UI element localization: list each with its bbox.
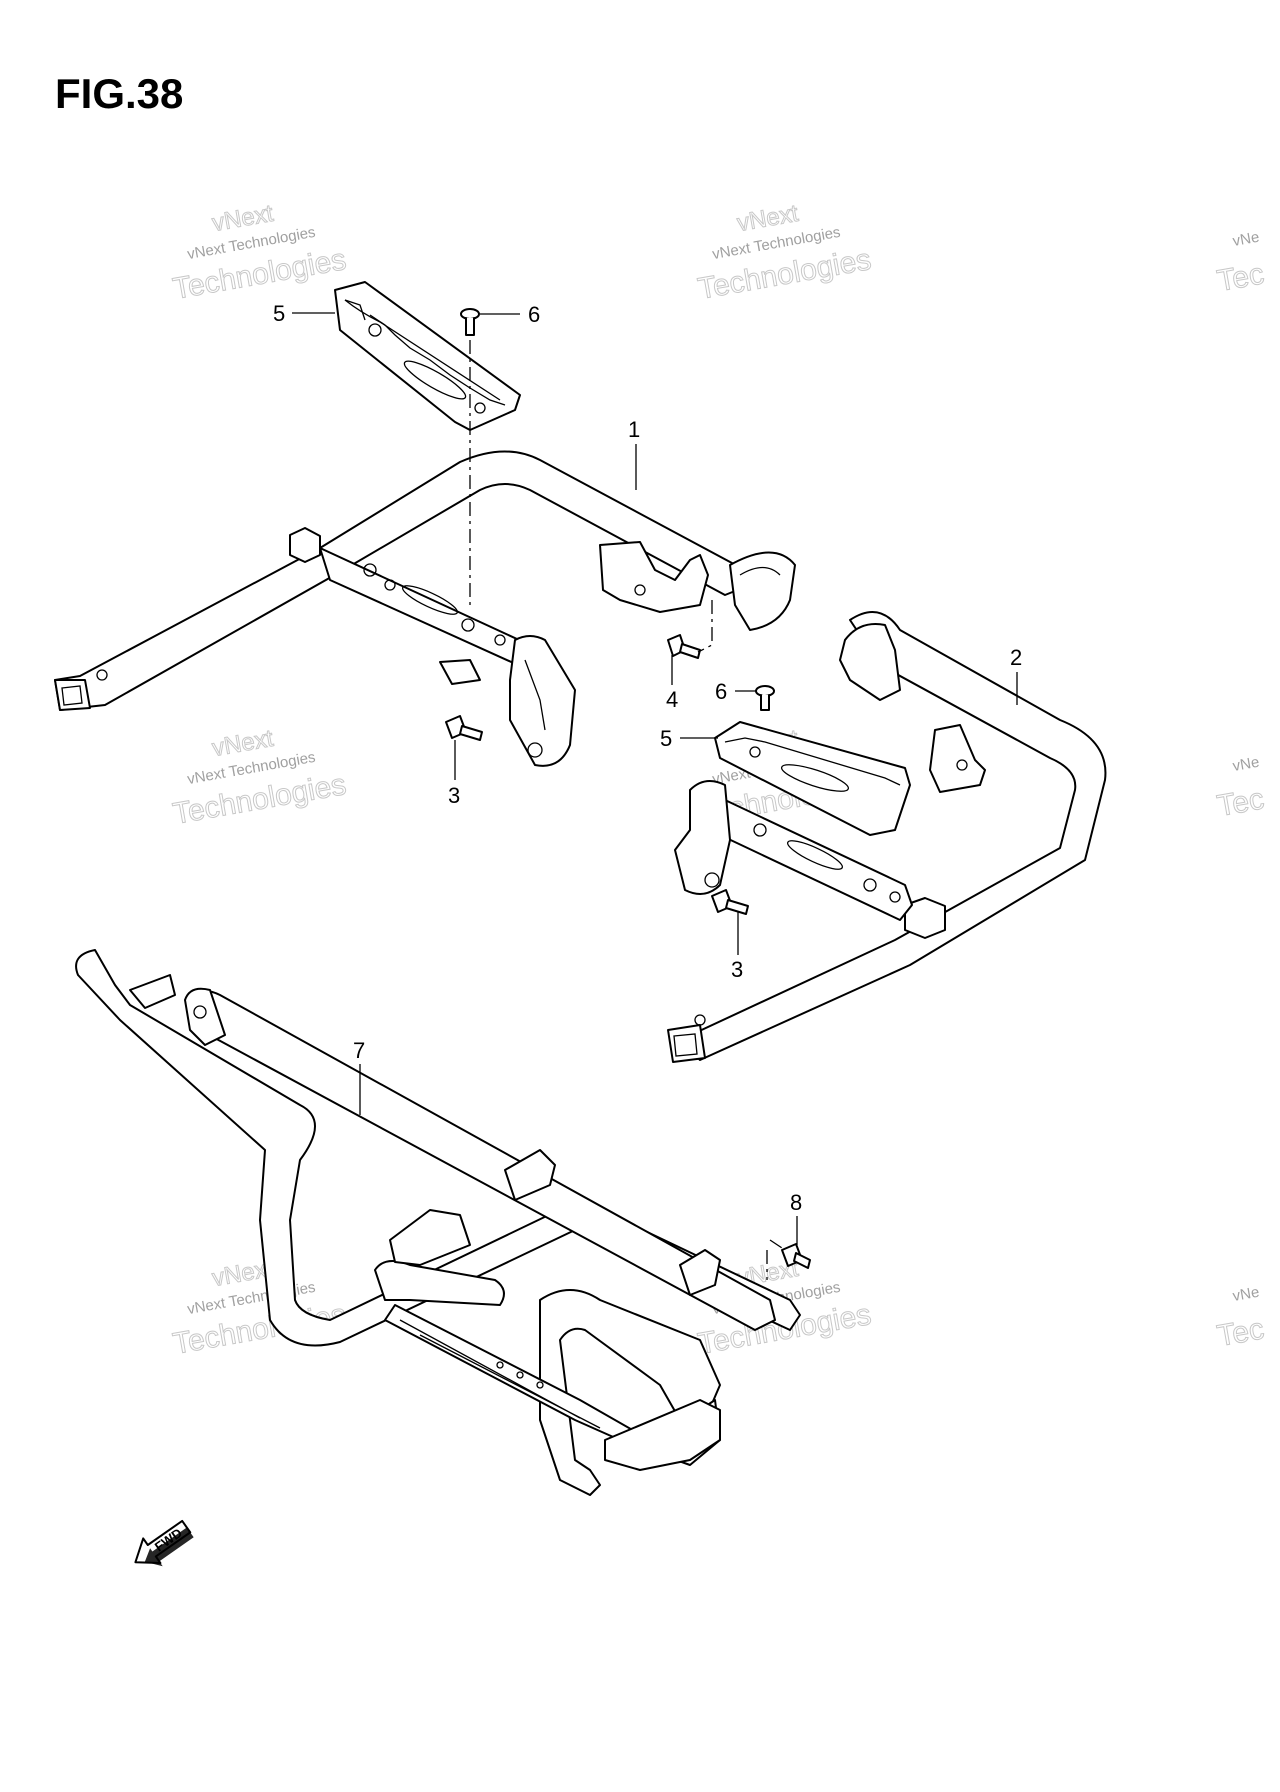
- watermark-top-left: vNext vNext Technologies Technologies: [170, 199, 349, 306]
- svg-text:vNe: vNe: [1231, 754, 1260, 775]
- part-8-bolt: [781, 1243, 811, 1269]
- fwd-arrow-icon: FWD: [134, 1519, 194, 1567]
- callout-8: 8: [790, 1190, 802, 1215]
- assembly-line-bolt8: [766, 1239, 786, 1280]
- callout-5-upper: 5: [273, 301, 285, 326]
- part-5-upper-footrest: [334, 281, 521, 431]
- part-6-lower-screw: [755, 685, 775, 711]
- assembly-line-bolt4: [697, 600, 713, 653]
- figure-title: FIG.38: [55, 70, 184, 117]
- part-7-lower-frame: [75, 949, 801, 1496]
- svg-text:Tec: Tec: [1215, 257, 1267, 298]
- watermark-bottom-right: vNe Tec: [1214, 1284, 1267, 1354]
- svg-text:vNe: vNe: [1231, 1284, 1260, 1305]
- svg-text:Tec: Tec: [1215, 782, 1267, 823]
- part-6-upper-screw: [460, 308, 480, 336]
- callout-3-right: 3: [731, 957, 743, 982]
- svg-text:Tec: Tec: [1215, 1312, 1267, 1353]
- callout-4: 4: [666, 687, 678, 712]
- part-3-right-bolt: [711, 889, 749, 915]
- watermark-top-center: vNext vNext Technologies Technologies: [695, 199, 874, 306]
- callout-3-left: 3: [448, 783, 460, 808]
- callout-6-upper: 6: [528, 302, 540, 327]
- callout-6-lower: 6: [715, 679, 727, 704]
- svg-text:vNe: vNe: [1231, 229, 1260, 250]
- callout-5-lower: 5: [660, 726, 672, 751]
- watermark-mid-right: vNe Tec: [1214, 754, 1267, 824]
- callout-1: 1: [628, 417, 640, 442]
- part-2-right-bracket: [667, 611, 1107, 1063]
- watermark-top-right: vNe Tec: [1214, 229, 1267, 299]
- part-1-left-bracket: [54, 450, 796, 767]
- part-5-lower-footrest: [714, 721, 911, 836]
- callout-7: 7: [353, 1038, 365, 1063]
- part-4-bolt: [667, 634, 701, 659]
- watermark-mid-left: vNext vNext Technologies Technologies: [170, 724, 349, 831]
- part-3-left-bolt: [445, 715, 483, 741]
- callout-2: 2: [1010, 645, 1022, 670]
